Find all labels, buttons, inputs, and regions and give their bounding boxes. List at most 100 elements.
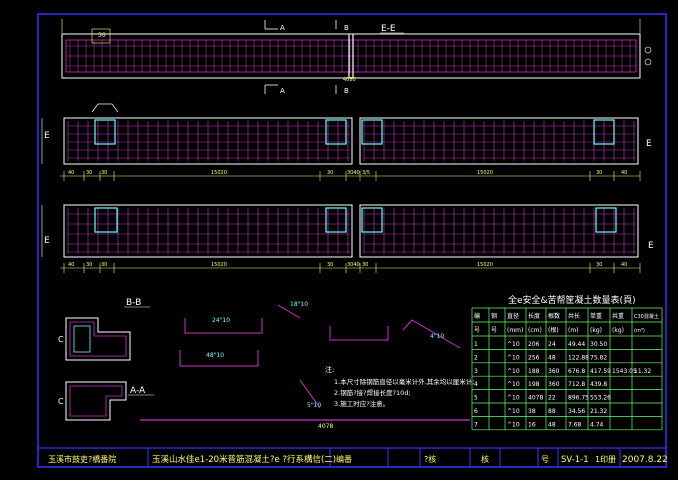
section-aa-label: A-A [130,386,146,396]
table-header-cell: (m³) [634,328,645,334]
table-cell: 206 [528,341,540,348]
table-cell: 11.32 [634,368,651,375]
notes-block: 注: 1.本尺寸除钢筋直径以毫米计外,其余均以厘米计; 2.钢筋?接?焊接长度?… [325,365,474,408]
table-cell: 88 [548,408,556,415]
table-cell: 188 [528,368,540,375]
dimension-label: 30 [86,262,92,268]
section-e-label-right1: E [646,139,652,149]
title-approve: 核 [481,454,489,464]
table-cell: 256 [528,354,540,361]
notes-heading: 注: [325,365,334,374]
title-date: 2007.8.22 [622,455,668,465]
section-b-bottom: B [344,87,349,95]
section-ee-label: E-E [381,24,396,34]
drawing-frame [37,13,667,468]
table-cell: 49.44 [568,341,585,348]
table-cell: 24 [548,341,556,348]
table-cell: 1 [474,341,478,348]
dimension-label: 3040 [347,170,360,176]
title-project: 玉溪山水佳e1-20米普筋混凝土?e ?行系構信(二) [152,454,336,465]
table-cell: 38 [528,408,536,415]
dimension-label: 40 [68,170,74,176]
table-cell: 553.26 [590,395,611,402]
table-cell: ^10 [507,381,520,388]
plan-view-ee: 30 4080 [61,19,652,83]
section-markers: A A B B E-E [264,20,404,95]
dimension-label: 3040 [347,262,360,268]
section-bb: B-B C [58,298,150,361]
detail-2-label: 48"10 [206,352,224,359]
table-cell: ^10 [507,341,520,348]
long-bar-dim: 4078 [318,423,333,430]
section-aa: A-A C [58,381,154,421]
table-header-cell: 号 [491,327,497,334]
section-a-bottom: A [280,87,285,95]
table-cell: 21.32 [590,408,607,415]
dimension-label: 15020 [211,262,227,268]
table-cell: 198 [528,381,540,388]
table-cell: 6 [474,408,478,415]
table-cell: 896.75 [568,395,589,402]
table-cell: 360 [548,368,560,375]
table-cell: 122.88 [568,354,589,361]
table-header-cell: 直径 [507,312,519,320]
table-header-cell: (kg) [612,327,624,334]
section-a-top: A [280,24,285,32]
table-cell: 5 [474,395,478,402]
section-e-label-left2: E [44,236,50,246]
table-cell: 3 [474,368,478,375]
section-c-label: C [58,335,64,344]
table-cell: 75.82 [590,354,607,361]
table-header-cell: (cm) [528,327,542,334]
note-line-1: 1.本尺寸除钢筋直径以毫米计外,其余均以厘米计; [334,377,474,386]
table-header-cell: (m) [568,327,579,334]
title-block: 玉溪市鼓吏?橋番院 玉溪山水佳e1-20米普筋混凝土?e ?行系構信(二) 编番… [38,447,668,467]
table-cell: ^10 [507,354,520,361]
detail-4-label: 4"10 [430,333,444,340]
table-header-cell: 共长 [568,312,580,320]
table-cell: 4078 [528,395,543,402]
title-design: 编番 [336,454,352,464]
section-b-top: B [344,24,349,32]
table-header-cell: 钢 [491,312,497,320]
dimension-label: 40 [621,262,627,268]
table-cell: 2 [474,354,478,361]
title-drawing-no-label: 号 [541,455,549,464]
section-bb-label: B-B [126,298,141,308]
dimension-label: 30 [596,262,602,268]
dimension-label: 30 [327,170,333,176]
title-sheet: 1印册 [595,455,616,464]
top-left-dim: 30 [98,32,106,39]
table-cell: 360 [548,381,560,388]
dimension-label: 40 [621,170,627,176]
table-cell: 4.74 [590,421,604,428]
title-institute: 玉溪市鼓吏?橋番院 [48,454,116,464]
table-cell: 22 [548,395,556,402]
table-header-cell: (根) [548,326,559,334]
dimension-label: 30 [86,170,92,176]
table-cell: 48 [548,354,556,361]
section-c-label-2: C [58,397,64,406]
table-cell: 7 [474,421,478,428]
table-cell: 4 [474,381,478,388]
table-title: 全e安全&苦帮筐凝土数量表(頁) [508,294,636,306]
detail-3-label: 18"10 [290,301,308,308]
dimension-label: 40 [68,262,74,268]
table-cell: ^10 [507,408,520,415]
title-drawing-no: SV-1-1 [561,455,589,465]
table-cell: ^10 [507,395,520,402]
dimension-label: 30 [101,262,107,268]
table-cell: 34.56 [568,408,585,415]
table-header-cell: 单重 [590,312,602,320]
note-line-2: 2.钢筋?接?焊接长度?10d; [334,388,411,397]
table-header-cell: (mm) [507,327,523,334]
table-cell: 417.59 [590,368,611,375]
dimension-label: 30 [327,262,333,268]
bar-details: 24"10 48"10 18"10 4"10 5"10 4078 [140,301,470,430]
dimension-label: 30 [101,170,107,176]
table-cell: 676.8 [568,368,585,375]
